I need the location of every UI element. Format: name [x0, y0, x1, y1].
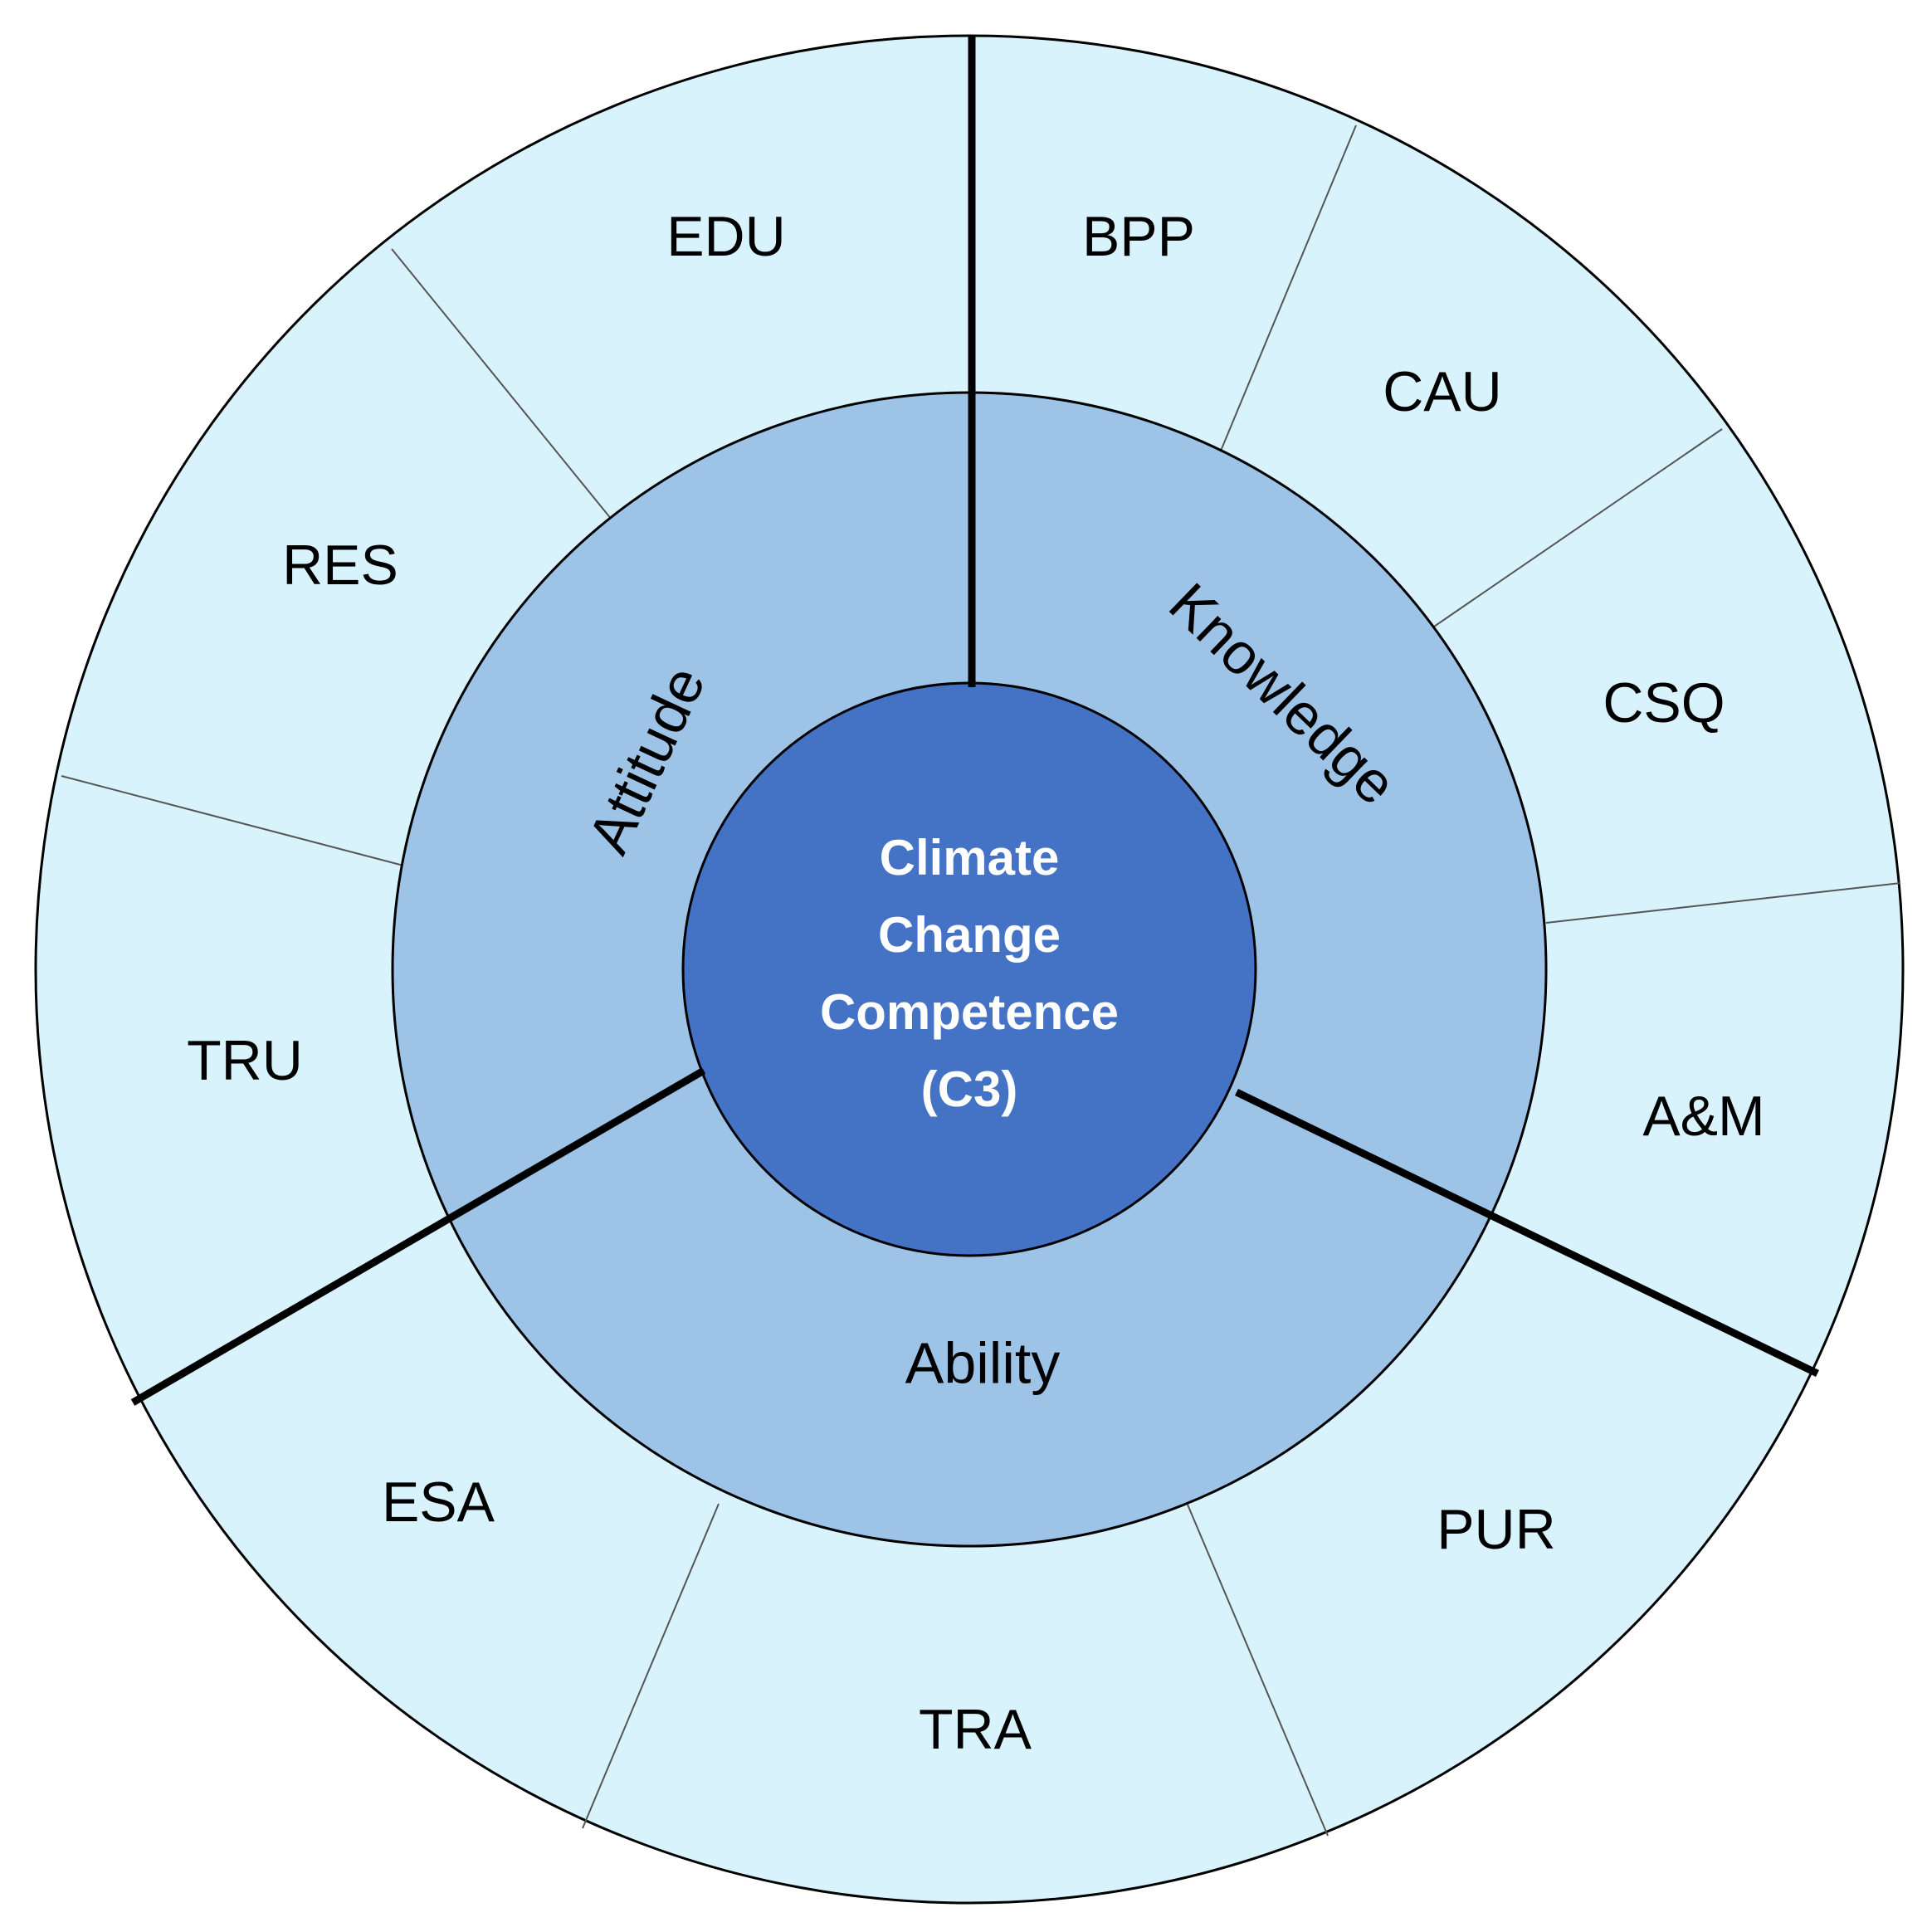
segment-label-tru: TRU: [187, 1029, 303, 1092]
segment-label-edu: EDU: [666, 205, 786, 268]
center-line-3: Competence: [820, 984, 1119, 1040]
divider-res-tru: [61, 775, 407, 867]
divider-ability-attitude: [130, 1067, 706, 1406]
divider-bpp-cau: [1218, 124, 1357, 456]
center-line-2: Change: [878, 907, 1061, 963]
segment-label-am: A&M: [1642, 1085, 1764, 1148]
segment-label-esa: ESA: [382, 1471, 495, 1534]
segment-label-cau: CAU: [1383, 360, 1502, 423]
segment-label-tra: TRA: [919, 1698, 1032, 1761]
divider-esa-tra: [582, 1503, 720, 1829]
segment-label-bpp: BPP: [1082, 205, 1195, 268]
divider-knowledge-ability: [1235, 1088, 1819, 1378]
center-line-1: Climate: [880, 830, 1060, 886]
outer-segment-dividers: [61, 124, 1901, 1837]
segment-label-pur: PUR: [1437, 1498, 1556, 1561]
center-circle: [681, 681, 1257, 1257]
divider-cau-csq: [1433, 428, 1723, 627]
dimension-dividers: [130, 37, 1819, 1406]
outer-segment-labels: EDU RES TRU BPP CAU CSQ A&M ESA TRA PUR: [187, 205, 1765, 1761]
segment-label-csq: CSQ: [1603, 671, 1725, 734]
divider-csq-am: [1545, 882, 1901, 924]
divider-edu-res: [391, 248, 612, 520]
center-title: Climate Change Competence (C3): [820, 830, 1119, 1117]
divider-tra-pur: [1187, 1504, 1329, 1837]
segment-label-res: RES: [282, 534, 398, 597]
center-line-4: (C3): [921, 1061, 1018, 1117]
dimension-label-ability: Ability: [905, 1330, 1061, 1395]
